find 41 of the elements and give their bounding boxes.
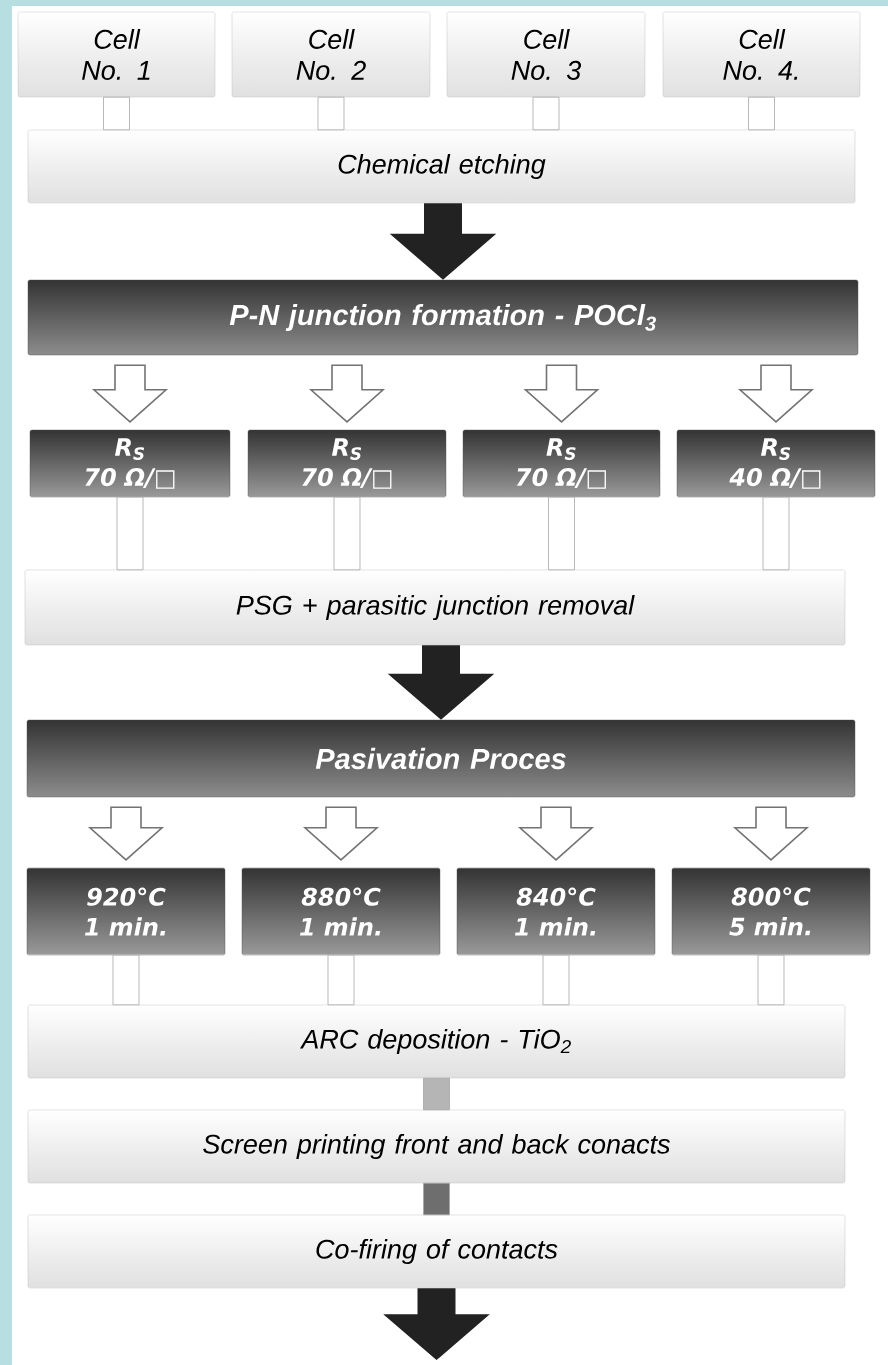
connector-stub <box>532 96 560 131</box>
connector-stub <box>327 954 355 1006</box>
parameter-box: 800°C 5 min. <box>671 867 871 956</box>
parameter-box: 880°C 1 min. <box>241 867 441 956</box>
hollow-arrow <box>732 806 810 861</box>
hollow-arrow <box>87 806 165 861</box>
cell-box: Cell No. 1 <box>17 11 216 98</box>
hollow-arrow <box>302 806 380 861</box>
hollow-arrow <box>91 364 169 423</box>
connector-stub <box>748 96 775 131</box>
parameter-box: R$_{S}$ 70 Ω/□ <box>462 429 661 498</box>
hollow-arrow <box>308 364 386 423</box>
connector-stub <box>548 496 575 571</box>
parameter-box: R$_{S}$ 40 Ω/□ <box>676 429 876 498</box>
process-box: Screen printing front and back conacts <box>27 1109 846 1184</box>
process-box: Chemical etching <box>27 129 856 204</box>
process-box: PSG + parasitic junction removal <box>24 569 846 646</box>
process-band: P-N junction formation - POCl$_{3}$ <box>27 279 859 356</box>
connector-stub <box>757 954 785 1006</box>
hollow-arrow <box>517 806 595 861</box>
cell-box: Cell No. 3 <box>446 11 646 98</box>
process-box: Co-firing of contacts <box>27 1214 846 1289</box>
process-box: ARC deposition - TiO$_{2}$ <box>27 1004 846 1079</box>
connector-stub <box>423 1182 450 1216</box>
cell-box: Cell No. 4. <box>662 11 861 98</box>
connector-stub <box>333 496 361 571</box>
hollow-arrow <box>737 364 815 423</box>
connector-stub <box>423 1077 450 1111</box>
cell-box: Cell No. 2 <box>231 11 431 98</box>
parameter-box: 920°C 1 min. <box>26 867 226 956</box>
parameter-box: R$_{S}$ 70 Ω/□ <box>29 429 231 498</box>
connector-stub <box>103 96 130 131</box>
parameter-box: R$_{S}$ 70 Ω/□ <box>247 429 447 498</box>
connector-stub <box>762 496 790 571</box>
parameter-box: 840°C 1 min. <box>456 867 656 956</box>
connector-stub <box>116 496 144 571</box>
process-band: Pasivation Proces <box>26 719 856 798</box>
hollow-arrow <box>523 364 600 423</box>
connector-stub <box>317 96 345 131</box>
connector-stub <box>542 954 570 1006</box>
connector-stub <box>112 954 140 1006</box>
